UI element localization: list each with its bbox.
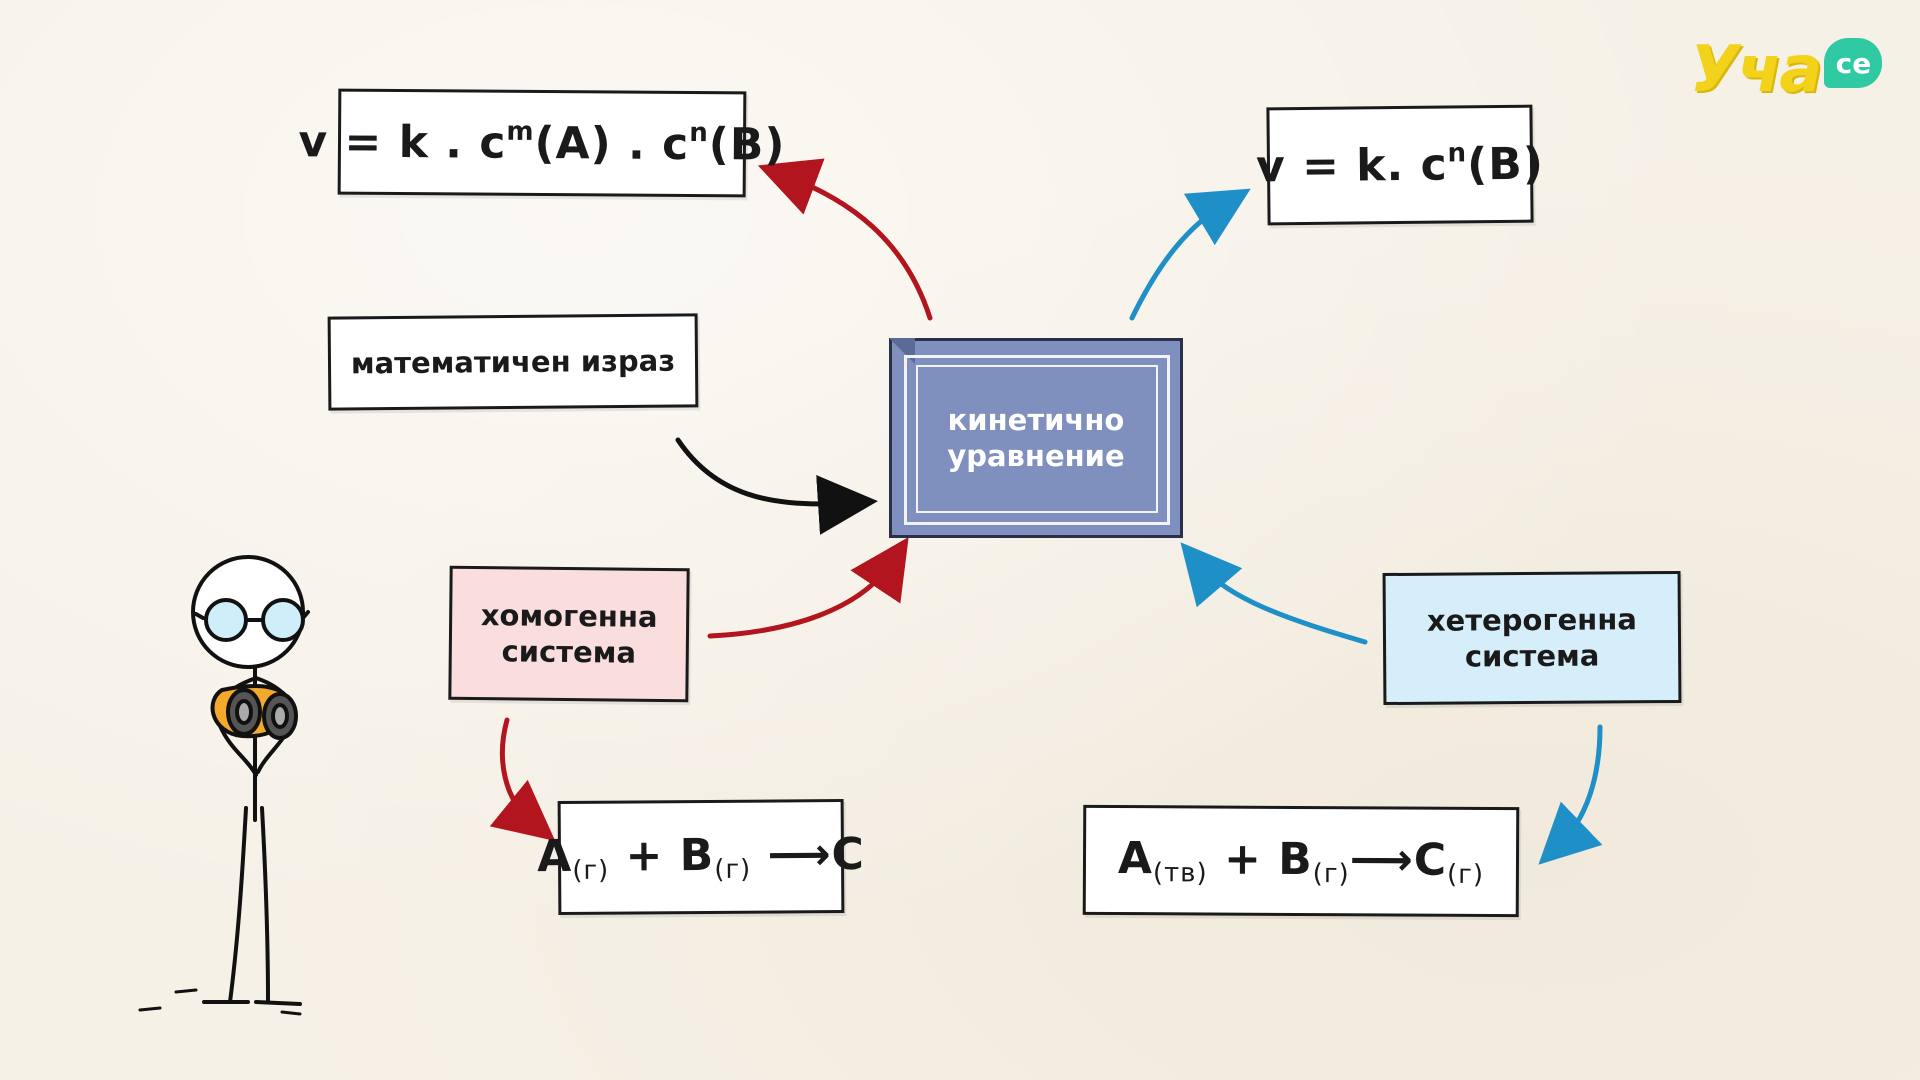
frame-outer [904,355,1170,525]
arrow-center-to-formula-full [757,158,933,321]
kinetic-equation-box: кинетично уравнение [889,338,1183,538]
kinetic-equation-label: кинетично уравнение [947,403,1125,473]
arrow-math-to-center [675,437,878,535]
character-icon [138,555,310,1016]
logo-badge: се [1824,38,1883,88]
arrow-homogeneous-to-center [707,537,909,639]
folded-corner [889,338,915,364]
arrow-homogeneous-to-reaction [489,717,556,841]
logo-text: Уча [1690,33,1822,107]
arrow-heterogeneous-to-reaction [1538,724,1603,865]
arrow-center-to-formula-short [1129,188,1251,321]
frame-inner [916,365,1158,513]
brand-logo: Уча се [1690,30,1890,110]
arrow-heterogeneous-to-center [1180,542,1368,645]
